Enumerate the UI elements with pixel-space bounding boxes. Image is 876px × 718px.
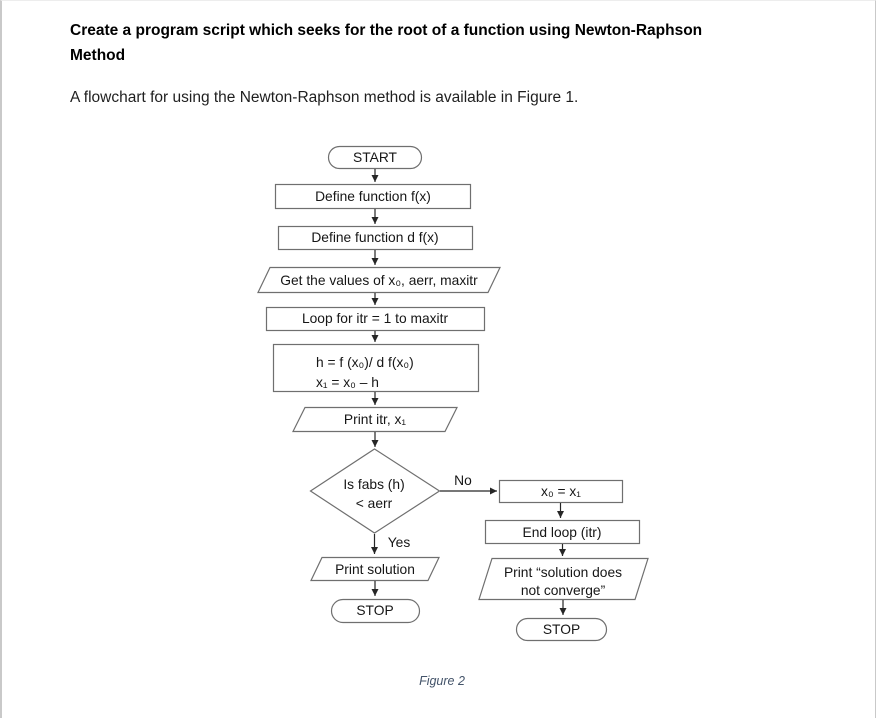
loop-process	[265, 306, 486, 332]
assign-process	[498, 479, 624, 504]
loop-label: Loop for itr = 1 to maxitr	[302, 311, 448, 326]
stop-left-label: STOP	[356, 603, 393, 618]
print-fail-line2: not converge”	[521, 583, 606, 598]
yes-branch-label: Yes	[388, 535, 411, 550]
compute-line2: x₁ = x₀ – h	[316, 375, 379, 390]
task-heading: Create a program script which seeks for …	[70, 18, 830, 68]
start-label: START	[353, 150, 398, 165]
start-terminal	[327, 145, 423, 170]
task-heading-line2: Method	[70, 47, 126, 64]
no-branch-label: No	[454, 473, 472, 488]
define-f-process	[274, 183, 472, 210]
intro-paragraph: A flowchart for using the Newton-Raphson…	[70, 89, 579, 106]
end-loop-process	[484, 519, 641, 545]
define-f-label: Define function f(x)	[315, 189, 431, 204]
decision-diamond	[309, 448, 441, 534]
print-solution-label: Print solution	[335, 562, 415, 577]
print-solution-io	[310, 556, 440, 582]
compute-process	[272, 343, 480, 393]
get-values-label: Get the values of x₀, aerr, maxitr	[280, 273, 478, 288]
define-df-label: Define function d f(x)	[311, 230, 438, 245]
assign-label: x₀ = x₁	[541, 484, 581, 499]
decision-line2: < aerr	[356, 496, 393, 511]
print-itr-label: Print itr, x₁	[344, 412, 406, 427]
figure-caption: Figure 2	[419, 674, 465, 688]
print-itr-io	[292, 406, 458, 433]
compute-line1: h = f (x₀)/ d f(x₀)	[316, 355, 414, 370]
stop-right-label: STOP	[543, 622, 580, 637]
print-fail-io	[478, 557, 649, 601]
end-loop-label: End loop (itr)	[523, 525, 602, 540]
print-fail-line1: Print “solution does	[504, 565, 622, 580]
stop-left-terminal	[330, 598, 421, 624]
decision-line1: Is fabs (h)	[343, 477, 404, 492]
task-heading-line1: Create a program script which seeks for …	[70, 22, 703, 39]
stop-right-terminal	[515, 617, 608, 642]
get-values-io	[257, 266, 501, 294]
define-df-process	[277, 225, 474, 251]
